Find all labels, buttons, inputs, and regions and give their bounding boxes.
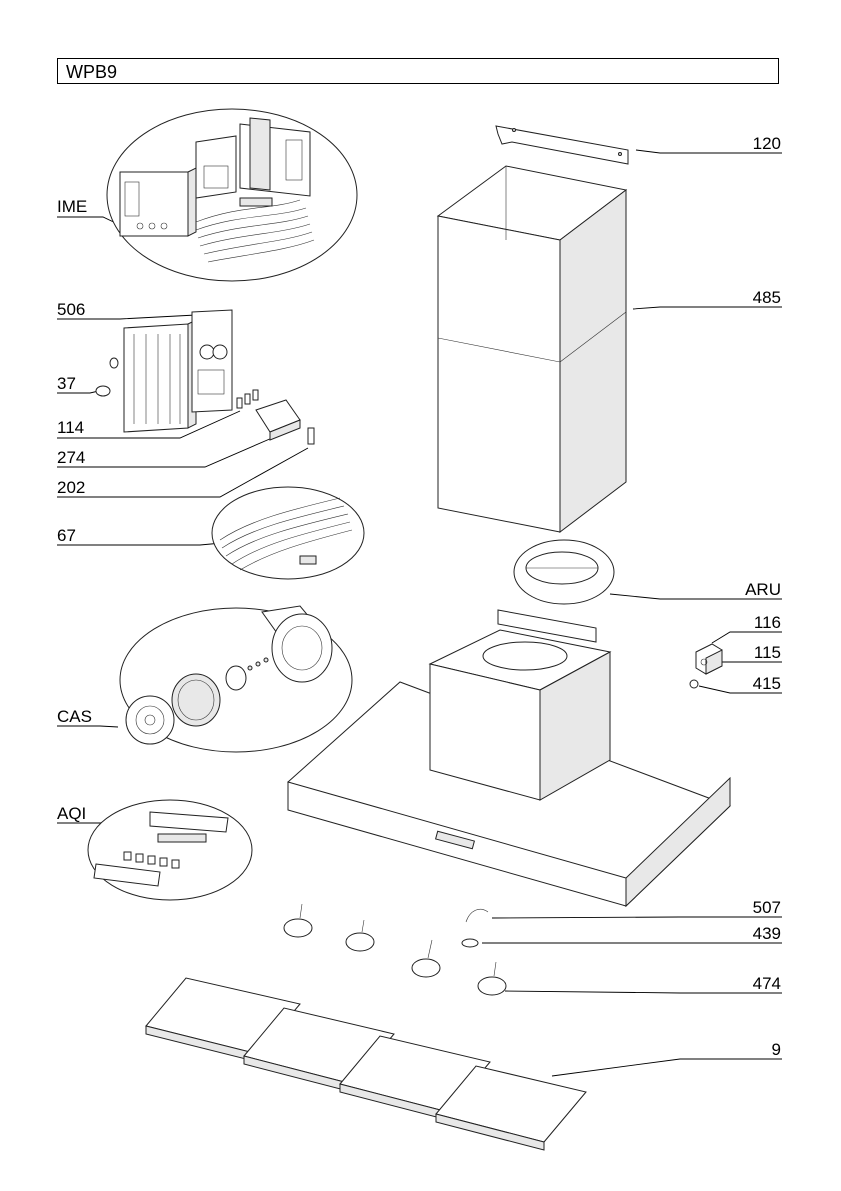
parts-116-115-415: [690, 644, 722, 688]
hood-body: [288, 610, 730, 906]
ime-electronics-group: [107, 109, 357, 281]
part-120-bracket: [496, 126, 628, 164]
group-67-wiring: [212, 487, 364, 579]
part-9-grease-filters: [146, 978, 586, 1150]
part-aru-disc: [514, 540, 614, 604]
group-506-37-114-274-202: [96, 310, 314, 444]
group-aqi-controls: [88, 800, 252, 900]
lamps-group: [284, 904, 506, 995]
part-485-chimney: [438, 166, 626, 532]
group-cas-motor: [120, 606, 352, 752]
